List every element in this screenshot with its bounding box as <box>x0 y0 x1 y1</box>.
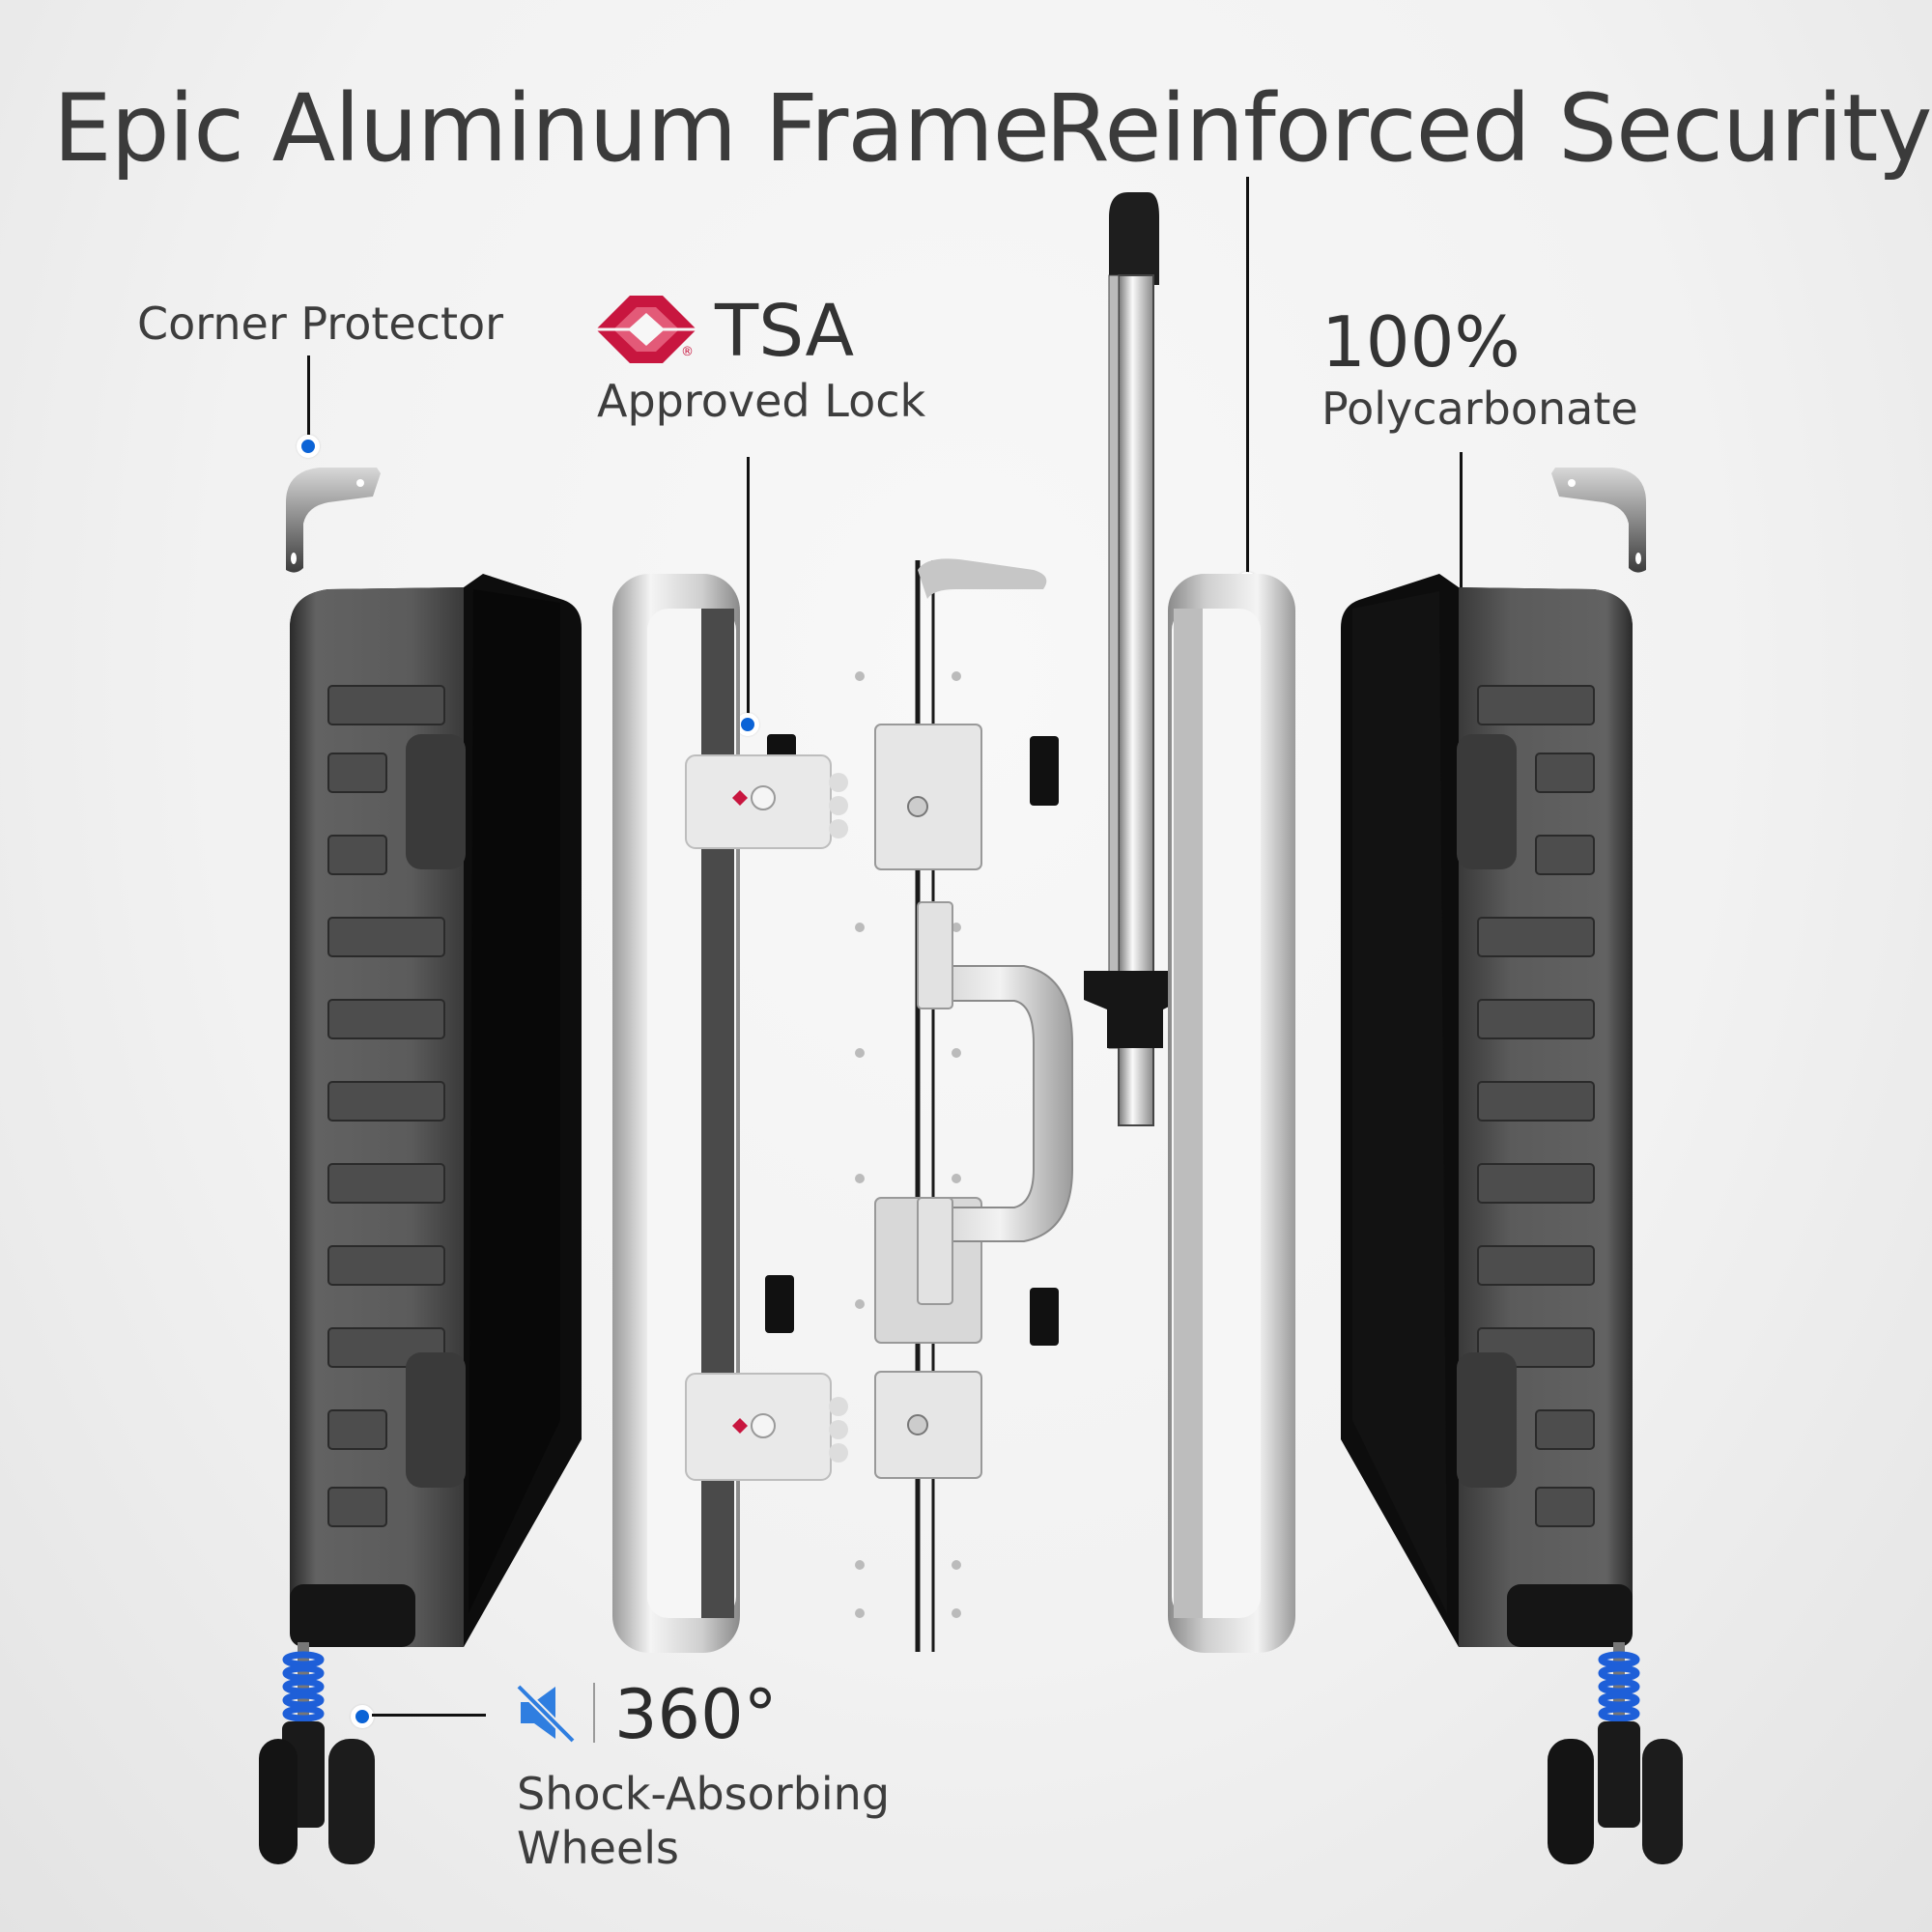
wheels-leader <box>372 1714 486 1717</box>
wheels-divider <box>593 1683 595 1743</box>
heading-aluminum-frame: Epic Aluminum Frame <box>53 74 1050 183</box>
corner-protector-right-icon <box>1551 468 1646 573</box>
wheels-label-line1: Shock-Absorbing <box>517 1768 891 1820</box>
tsa-approved-lock-label: Approved Lock <box>597 375 926 427</box>
corner-protector-leader <box>307 355 310 435</box>
side-carry-handle-icon <box>917 901 1073 1305</box>
polycarbonate-percent: 100% <box>1321 301 1520 383</box>
heading-reinforced-security: Reinforced Security <box>1045 74 1932 183</box>
bumper-center <box>1030 1288 1059 1346</box>
bumper-top <box>1030 736 1059 806</box>
corner-protector-left-icon <box>286 468 381 573</box>
left-aluminum-frame <box>612 574 740 1653</box>
tsa-lock-bottom-icon <box>685 1373 848 1481</box>
tsa-brand: TSA <box>715 290 855 373</box>
wheels-label-line2: Wheels <box>517 1822 679 1874</box>
trolley-handle-icon <box>1084 192 1182 1126</box>
wheels-dot <box>351 1705 374 1728</box>
left-shell <box>290 574 582 1647</box>
tsa-leader <box>747 457 750 716</box>
reinforced-security-leader <box>1246 177 1249 582</box>
bumper-left <box>765 1275 794 1333</box>
corner-protector-label: Corner Protector <box>137 298 504 350</box>
polycarbonate-label: Polycarbonate <box>1321 383 1638 435</box>
polycarbonate-leader <box>1460 452 1463 607</box>
right-wheel-icon <box>1548 1642 1683 1864</box>
right-aluminum-frame <box>1168 574 1295 1653</box>
tsa-lock-top-icon <box>685 734 848 849</box>
wheels-degree-value: 360° <box>614 1675 778 1754</box>
mute-icon <box>516 1684 576 1744</box>
right-shell <box>1341 574 1633 1647</box>
tsa-logo-icon <box>596 296 696 363</box>
corner-protector-dot <box>297 435 320 458</box>
left-wheel-icon <box>259 1642 375 1864</box>
tsa-registered-mark: ® <box>681 345 694 359</box>
